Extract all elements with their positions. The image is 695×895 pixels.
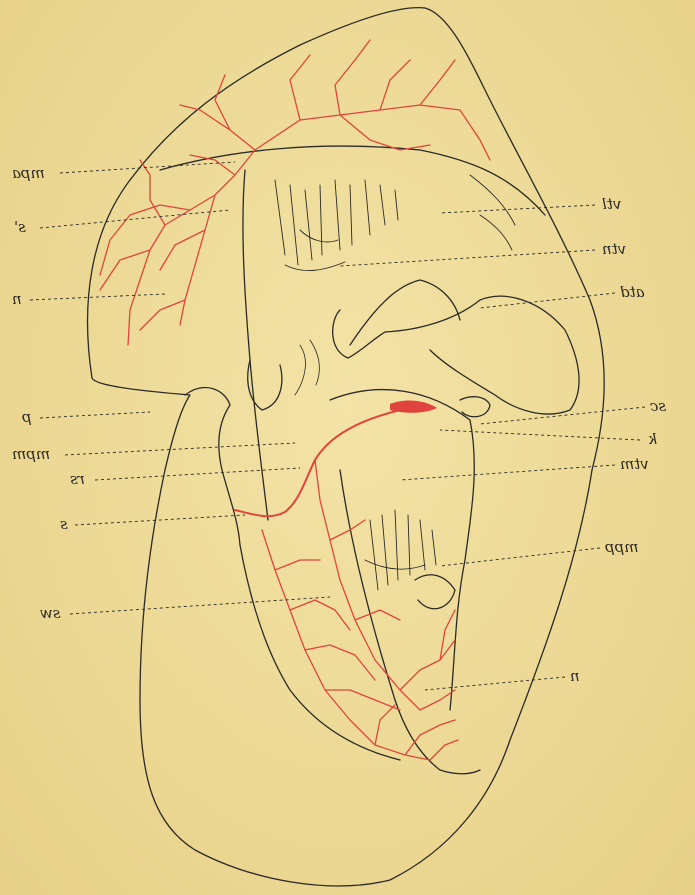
dotted-tissue: [295, 340, 319, 395]
valve-ring: [460, 397, 490, 417]
leader-sc: [480, 407, 645, 424]
organ-outline: [88, 8, 605, 886]
trabeculae-lower: [365, 510, 436, 590]
inner-wall-right: [330, 390, 474, 710]
leader-n-left: [30, 294, 165, 300]
inner-wall-left: [185, 388, 240, 545]
atrial-wall: [333, 296, 579, 414]
leader-s: [75, 515, 245, 525]
vessel-main-branch: [235, 410, 400, 516]
label-vtm: vtm: [620, 457, 649, 472]
leader-rs: [95, 468, 300, 480]
label-mpp: mpp: [605, 540, 638, 555]
papillary-outline: [415, 575, 455, 609]
leader-mpm: [65, 443, 295, 455]
leader-vtm: [400, 465, 615, 480]
label-vtn: vtn: [602, 242, 626, 257]
fold-line-1: [350, 280, 460, 345]
label-k: k: [648, 432, 657, 447]
leader-p: [40, 412, 150, 418]
leader-n-right: [425, 677, 565, 690]
label-rs: rs: [70, 472, 85, 487]
lower-wall-line: [240, 545, 400, 760]
label-s-prime: s': [14, 220, 26, 235]
label-n-right: n: [570, 669, 580, 684]
inner-wall-mid: [340, 470, 480, 774]
label-atd: atd: [620, 285, 645, 300]
label-mpm: mpm: [12, 447, 50, 462]
label-sw: sw: [40, 606, 61, 621]
trabeculae-upper: [275, 175, 515, 271]
vessel-thick-tip: [390, 401, 437, 413]
label-sc: sc: [650, 399, 666, 414]
leader-atd: [480, 293, 615, 308]
vessels-upper: [100, 40, 490, 345]
leader-k: [440, 430, 640, 440]
label-n-left: n: [12, 292, 22, 307]
septum-line: [243, 170, 268, 520]
leader-vtl: [440, 205, 595, 213]
label-vtl: vtl: [602, 197, 621, 212]
label-s: s: [60, 517, 68, 532]
label-mpa: mpa: [12, 166, 45, 181]
label-p: p: [22, 410, 32, 425]
leader-vtn: [340, 250, 595, 266]
chamber-roof: [160, 146, 545, 215]
